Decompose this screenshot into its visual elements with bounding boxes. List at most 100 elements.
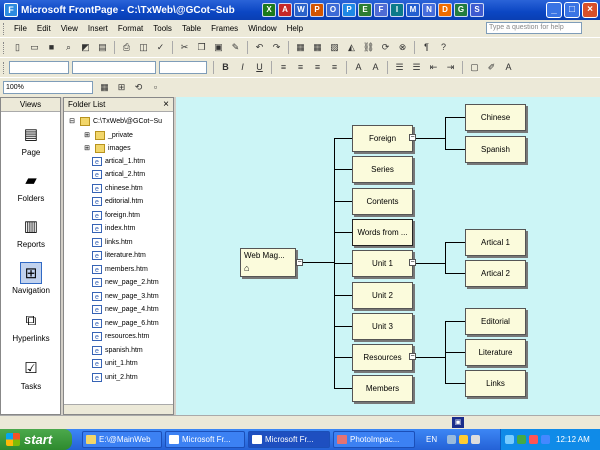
horizontal-scrollbar[interactable] — [64, 404, 173, 414]
highlight-icon[interactable]: ✐ — [487, 62, 496, 72]
view-reports[interactable]: ▥ Reports — [1, 216, 61, 249]
nav-root[interactable]: Web Mag...⌂ — [240, 248, 296, 277]
borders-icon[interactable]: ▢ — [470, 62, 479, 72]
navigation-toolbar-icon[interactable]: ▦ — [100, 82, 109, 92]
nav-node-level1[interactable]: Resources — [352, 344, 413, 371]
outlook-icon[interactable]: O — [326, 3, 340, 17]
excel-icon[interactable]: X — [262, 3, 276, 17]
show-all-icon[interactable]: ¶ — [424, 42, 429, 52]
tree-icon[interactable]: ⊞ — [117, 82, 126, 92]
undo-icon[interactable]: ↶ — [255, 42, 264, 52]
align-right-icon[interactable]: ≡ — [314, 62, 321, 72]
view-navigation[interactable]: ⊞ Navigation — [1, 262, 61, 295]
task-frontpage-2[interactable]: Microsoft Fr... — [248, 431, 330, 448]
menu-insert[interactable]: Insert — [87, 24, 108, 33]
expand-icon[interactable]: ⊞ — [84, 131, 90, 139]
menu-format[interactable]: Format — [117, 24, 144, 33]
task-frontpage-1[interactable]: Microsoft Fr... — [165, 431, 245, 448]
collapse-icon[interactable]: − — [409, 134, 416, 141]
nav-node-level2[interactable]: Artical 2 — [465, 260, 526, 287]
nav-node-level1[interactable]: Foreign — [352, 125, 413, 152]
nav-node-level2[interactable]: Editorial — [465, 308, 526, 335]
nav-node-level1[interactable]: Unit 2 — [352, 282, 413, 309]
network-icon[interactable]: N — [422, 3, 436, 17]
security-tray-icon[interactable] — [517, 435, 526, 444]
nav-node-level1[interactable]: Series — [352, 156, 413, 183]
open-icon[interactable]: ▭ — [30, 42, 39, 52]
underline-icon[interactable]: U — [256, 62, 263, 72]
folder-shortcut-icon[interactable]: F — [374, 3, 388, 17]
insert-table-icon[interactable]: ▦ — [313, 42, 322, 52]
tool-tray-icon[interactable] — [459, 435, 468, 444]
paste-icon[interactable]: ▣ — [214, 42, 223, 52]
task-photoimpact[interactable]: PhotoImpac... — [333, 431, 415, 448]
decrease-font-icon[interactable]: A — [372, 62, 379, 72]
nav-node-level1[interactable]: Contents — [352, 188, 413, 215]
font-color-icon[interactable]: A — [505, 62, 512, 72]
media-icon[interactable]: M — [406, 3, 420, 17]
external-link-icon[interactable]: ▫ — [153, 82, 158, 92]
task-explorer[interactable]: E:\@MainWeb — [82, 431, 162, 448]
nav-node-level2[interactable]: Artical 1 — [465, 229, 526, 256]
print-icon[interactable]: ⎙ — [122, 42, 131, 52]
paint-icon[interactable]: D — [438, 3, 452, 17]
nav-node-level2[interactable]: Chinese — [465, 104, 526, 131]
align-left-icon[interactable]: ≡ — [280, 62, 287, 72]
menu-window[interactable]: Window — [248, 24, 277, 33]
frontpage-app-icon[interactable]: F — [4, 3, 18, 17]
hyperlink-icon[interactable]: ⛓ — [362, 42, 375, 52]
nav-node-level1[interactable]: Words from ... — [352, 219, 413, 246]
nav-node-level1[interactable]: Unit 3 — [352, 313, 413, 340]
maximize-button[interactable]: □ — [564, 2, 580, 18]
nav-node-level1[interactable]: Members — [352, 375, 413, 402]
minimize-button[interactable]: _ — [546, 2, 562, 18]
clock[interactable]: 12:12 AM — [556, 435, 590, 444]
menu-frames[interactable]: Frames — [211, 24, 239, 33]
nav-node-level2[interactable]: Links — [465, 370, 526, 397]
format-painter-icon[interactable]: ✎ — [231, 42, 240, 52]
start-button[interactable]: start — [0, 429, 72, 450]
menu-grip[interactable] — [3, 22, 6, 35]
menu-help[interactable]: Help — [286, 24, 304, 33]
powerpoint-icon[interactable]: P — [310, 3, 324, 17]
increase-indent-icon[interactable]: ⇥ — [446, 62, 455, 72]
view-hyperlinks[interactable]: ⧉ Hyperlinks — [1, 310, 61, 343]
align-center-icon[interactable]: ≡ — [297, 62, 304, 72]
collapse-icon[interactable]: ⊟ — [69, 117, 75, 125]
zoom-select[interactable]: 100% — [3, 81, 93, 94]
folder-private[interactable]: ⊞ _private — [82, 129, 133, 141]
network-tray-icon[interactable] — [447, 435, 456, 444]
collapse-icon[interactable]: − — [409, 353, 416, 360]
word-icon[interactable]: W — [294, 3, 308, 17]
spelling-icon[interactable]: ✓ — [156, 42, 165, 52]
preview-icon[interactable]: ◫ — [139, 42, 148, 52]
update-tray-icon[interactable] — [541, 435, 550, 444]
bold-icon[interactable]: B — [222, 62, 229, 72]
access-icon[interactable]: A — [278, 3, 292, 17]
bullets-icon[interactable]: ☰ — [412, 62, 421, 72]
nav-node-level1[interactable]: Unit 1 — [352, 250, 413, 277]
view-tasks[interactable]: ☑ Tasks — [1, 358, 61, 391]
search-icon[interactable]: ⌕ — [65, 42, 72, 52]
collapse-icon[interactable]: − — [409, 259, 416, 266]
monitor-tray-icon[interactable] — [505, 435, 514, 444]
publish-icon[interactable]: ◩ — [81, 42, 90, 52]
folder-root[interactable]: ⊟ C:\TxWeb\@GCot~Su — [67, 115, 162, 127]
game-icon[interactable]: G — [454, 3, 468, 17]
settings-icon[interactable]: S — [470, 3, 484, 17]
menu-file[interactable]: File — [14, 24, 27, 33]
new-page-icon[interactable]: ▯ — [15, 42, 20, 52]
publisher-icon[interactable]: P — [342, 3, 356, 17]
